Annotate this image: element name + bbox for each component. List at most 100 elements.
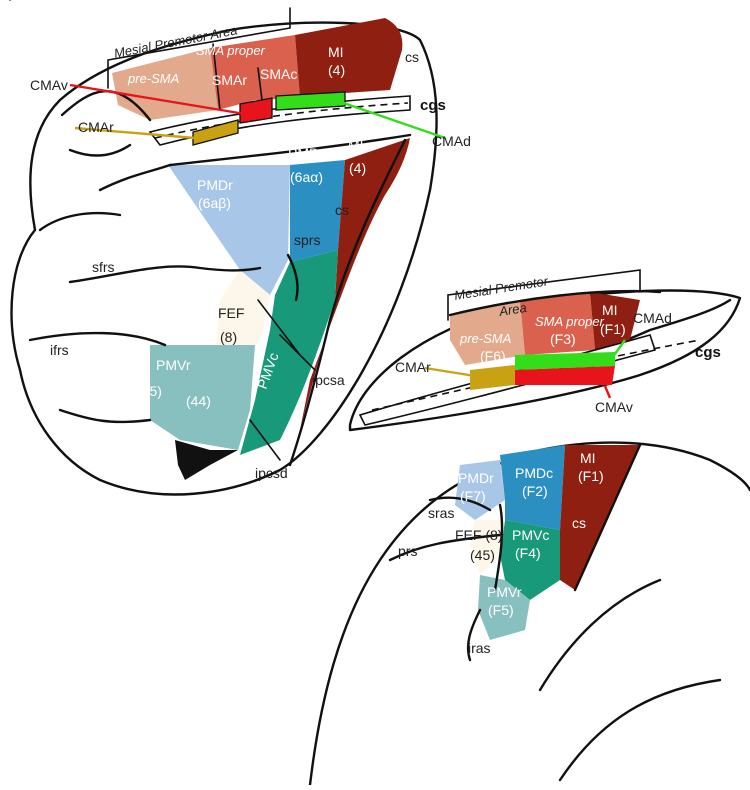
right-medial-outline (348, 289, 742, 432)
left-sfrs-label: sfrs (92, 259, 115, 275)
right-fef-num: (45) (470, 547, 495, 563)
left-cgs-label: cgs (420, 97, 446, 114)
right-sma-proper-label: SMA proper (535, 314, 605, 329)
right-pmdc-label: PMDc (515, 465, 553, 481)
cma-d-patch (275, 91, 346, 111)
right-brain: Mesial Premotor Area pre-SMA (F6) SMA pr… (308, 269, 750, 787)
gyrus-fold-3 (58, 408, 152, 424)
gyrus-fold-4 (68, 143, 132, 157)
left-cs-top-label: cs (405, 49, 419, 65)
left-fef-label: FEF (218, 305, 244, 321)
sfrs-sulcus (68, 265, 262, 284)
right-mesial-title-2: Area (497, 300, 527, 319)
right-cma-r-patch (470, 365, 515, 390)
right-sras-sulcus (428, 496, 492, 512)
right-lateral-back-line (538, 578, 662, 692)
right-cmav-leader (603, 385, 612, 399)
fef-region (215, 270, 270, 360)
right-mi-top-num: (F1) (600, 321, 626, 337)
right-cma-d-patch (515, 352, 615, 370)
left-pmvr-44: (44) (186, 393, 211, 409)
right-prs-sulcus (388, 533, 502, 562)
cmav-leader-line (69, 83, 246, 116)
right-pre-sma-num: (F6) (480, 348, 506, 364)
right-pmvr-label: PMVr (487, 584, 522, 600)
right-pmdc-region (500, 445, 565, 530)
mi-lateral-region (300, 138, 410, 430)
right-mi-medial-region (590, 292, 640, 352)
right-sma-proper-region (520, 292, 595, 355)
cs-lateral-sulcus (288, 138, 407, 467)
right-pmdc-num: (F2) (522, 483, 548, 499)
left-pmdc-num: (6aα) (290, 169, 323, 185)
gyrus-fold-2 (98, 163, 172, 192)
right-lateral-lower-line (558, 678, 722, 782)
right-sras-label: sras (428, 505, 454, 521)
pmdr-region (168, 165, 290, 295)
right-fef-label: FEF (8) (455, 527, 502, 543)
pmdc-region (290, 160, 345, 262)
pmvc-region (240, 250, 338, 455)
smar-smac-divider (257, 67, 263, 101)
left-pre-sma-label: pre-SMA (127, 71, 179, 86)
left-mi-top-num: (4) (328, 62, 345, 78)
right-cmar-leader (424, 366, 476, 378)
cma-r-patch (192, 119, 239, 146)
left-ifrs-label: ifrs (50, 342, 69, 358)
sma-proper-region (210, 35, 300, 110)
left-pmdc-label: PMDc (288, 145, 326, 161)
left-pmdr-num: (6aβ) (198, 195, 231, 211)
left-cmad-label: CMAd (432, 133, 471, 149)
sprs-sulcus (286, 253, 299, 302)
pmvr-region (150, 345, 255, 450)
left-cs-lat-label: cs (335, 202, 349, 218)
left-sprs-label: sprs (294, 232, 320, 248)
black-patch (175, 440, 238, 480)
mesial-area-bracket (107, 7, 291, 89)
ifrs-sulcus (28, 331, 167, 347)
left-fef-num: (8) (220, 329, 237, 345)
right-cgs-label: cgs (695, 344, 721, 361)
right-iras-sulcus (466, 608, 482, 662)
sma-divider (212, 43, 221, 111)
left-ipcsa-label: ipcsa (312, 372, 345, 388)
right-prs-label: prs (398, 543, 417, 559)
left-smar-label: SMAr (212, 72, 247, 88)
right-medial-top-line (448, 289, 662, 317)
left-brain: Mesial Premotor Area pre-SMA SMA proper … (9, 0, 471, 496)
right-pre-sma-label: pre-SMA (459, 331, 511, 346)
right-cs-label: cs (572, 515, 586, 531)
right-sma-proper-num: (F3) (550, 331, 576, 347)
left-ipcsd-label: ipcsd (255, 465, 288, 481)
right-pmdr-label: PMDr (458, 470, 494, 486)
right-mi-lat-num: (F1) (578, 468, 604, 484)
mi-medial-region (295, 18, 403, 98)
right-mesial-bracket (447, 269, 641, 321)
left-sma-proper-label: SMA proper (196, 43, 266, 58)
left-cmar-label: CMAr (78, 119, 114, 135)
right-pmvc-region (500, 520, 560, 600)
cmar-leader-line (74, 126, 196, 140)
pre-sma-region (112, 48, 218, 120)
left-pmdr-label: PMDr (197, 177, 233, 193)
right-mi-top-label: MI (602, 302, 618, 318)
inner-medial-fold (168, 133, 412, 167)
lateral-dot-line (257, 299, 301, 356)
right-cs-sulcus (573, 443, 642, 592)
right-pre-sma-region (450, 300, 525, 365)
right-mi-lat-label: MI (580, 450, 596, 466)
right-pmdr-region (455, 460, 505, 520)
right-cmav-label: CMAv (595, 399, 633, 415)
right-cmar-label: CMAr (395, 359, 431, 375)
right-fef-region (470, 520, 505, 575)
right-pmvr-num: (F5) (488, 602, 514, 618)
right-pmvr-region (478, 575, 530, 640)
ipcsa-line (279, 334, 316, 371)
left-mi-lat-num: (4) (349, 160, 366, 176)
left-mi-lat-label: MI (348, 137, 364, 153)
left-mi-top-label: MI (328, 44, 344, 60)
right-iras-label: iras (468, 640, 491, 656)
left-brain-outline (10, 21, 438, 496)
